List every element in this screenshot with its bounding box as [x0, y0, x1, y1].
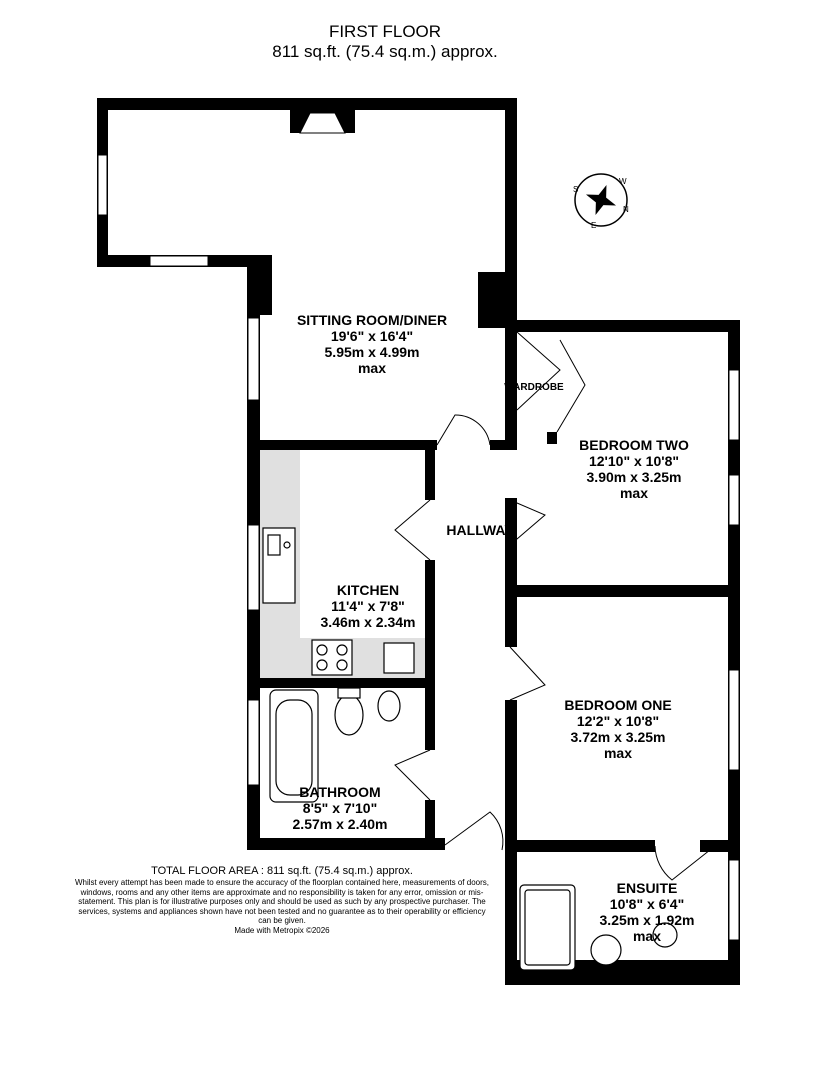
room-metric: 2.57m x 2.40m: [292, 816, 388, 832]
ensuite-toilet: [652, 922, 678, 948]
room-metric: 5.95m x 4.99m: [324, 344, 420, 360]
room-imperial: 19'6" x 16'4": [330, 328, 414, 344]
toilet: [334, 694, 364, 736]
room-note: max: [357, 360, 387, 376]
disclaimer: Whilst every attempt has been made to en…: [74, 878, 489, 925]
doors: [394, 331, 716, 881]
floor-title: FIRST FLOOR 811 sq.ft. (75.4 sq.m.) appr…: [0, 22, 770, 62]
room-hallway: HALLWAY: [446, 522, 514, 538]
room-name: SITTING ROOM/DINER: [296, 312, 448, 328]
room-imperial: 11'4" x 7'8": [331, 598, 405, 614]
credit: Made with Metropix ©2026: [234, 925, 330, 935]
basin: [377, 690, 401, 722]
room-name: BEDROOM ONE: [564, 697, 672, 713]
windows: [97, 154, 740, 941]
room-metric: 3.90m x 3.25m: [586, 469, 682, 485]
room-imperial: 10'8" x 6'4": [609, 896, 685, 912]
room-imperial: 12'10" x 10'8": [588, 453, 679, 469]
room-bedroom-one: BEDROOM ONE 12'2" x 10'8" 3.72m x 3.25m …: [564, 697, 671, 761]
walls: [97, 98, 740, 985]
room-imperial: 12'2" x 10'8": [576, 713, 660, 729]
room-metric: 3.72m x 3.25m: [570, 729, 666, 745]
total-floor-area: TOTAL FLOOR AREA : 811 sq.ft. (75.4 sq.m…: [151, 865, 413, 877]
room-bathroom: BATHROOM 8'5" x 7'10" 2.57m x 2.40m: [293, 784, 388, 832]
fireplace: [299, 112, 346, 134]
room-note: max: [603, 745, 633, 761]
room-name: BEDROOM TWO: [579, 437, 689, 453]
compass-letter: E: [591, 221, 596, 230]
room-metric: 3.25m x 1.92m: [599, 912, 695, 928]
hob: [311, 639, 353, 676]
room-name: KITCHEN: [336, 582, 400, 598]
room-metric: 3.46m x 2.34m: [320, 614, 416, 630]
room-sitting: SITTING ROOM/DINER 19'6" x 16'4" 5.95m x…: [297, 312, 447, 376]
compass-icon: W N E S: [573, 173, 629, 230]
room-bedroom-two: BEDROOM TWO 12'10" x 10'8" 3.90m x 3.25m…: [579, 437, 689, 501]
ensuite-basin: [590, 934, 622, 966]
room-imperial: 8'5" x 7'10": [302, 800, 378, 816]
compass-letter: S: [573, 185, 578, 194]
room-ensuite: ENSUITE 10'8" x 6'4" 3.25m x 1.92m max: [600, 880, 695, 944]
room-note: max: [632, 928, 662, 944]
room-name: ENSUITE: [616, 880, 678, 896]
microwave: [383, 642, 415, 674]
wardrobe-label: WARDROBE: [504, 382, 564, 393]
fixtures: [262, 527, 678, 971]
room-note: max: [619, 485, 649, 501]
compass-letter: W: [619, 177, 627, 186]
floor-name: FIRST FLOOR: [328, 22, 442, 41]
room-name: BATHROOM: [299, 784, 381, 800]
floor-area: 811 sq.ft. (75.4 sq.m.) approx.: [272, 42, 498, 61]
room-kitchen: KITCHEN 11'4" x 7'8" 3.46m x 2.34m: [321, 582, 416, 630]
compass-letter: N: [623, 205, 629, 214]
footer: TOTAL FLOOR AREA : 811 sq.ft. (75.4 sq.m…: [72, 864, 492, 935]
